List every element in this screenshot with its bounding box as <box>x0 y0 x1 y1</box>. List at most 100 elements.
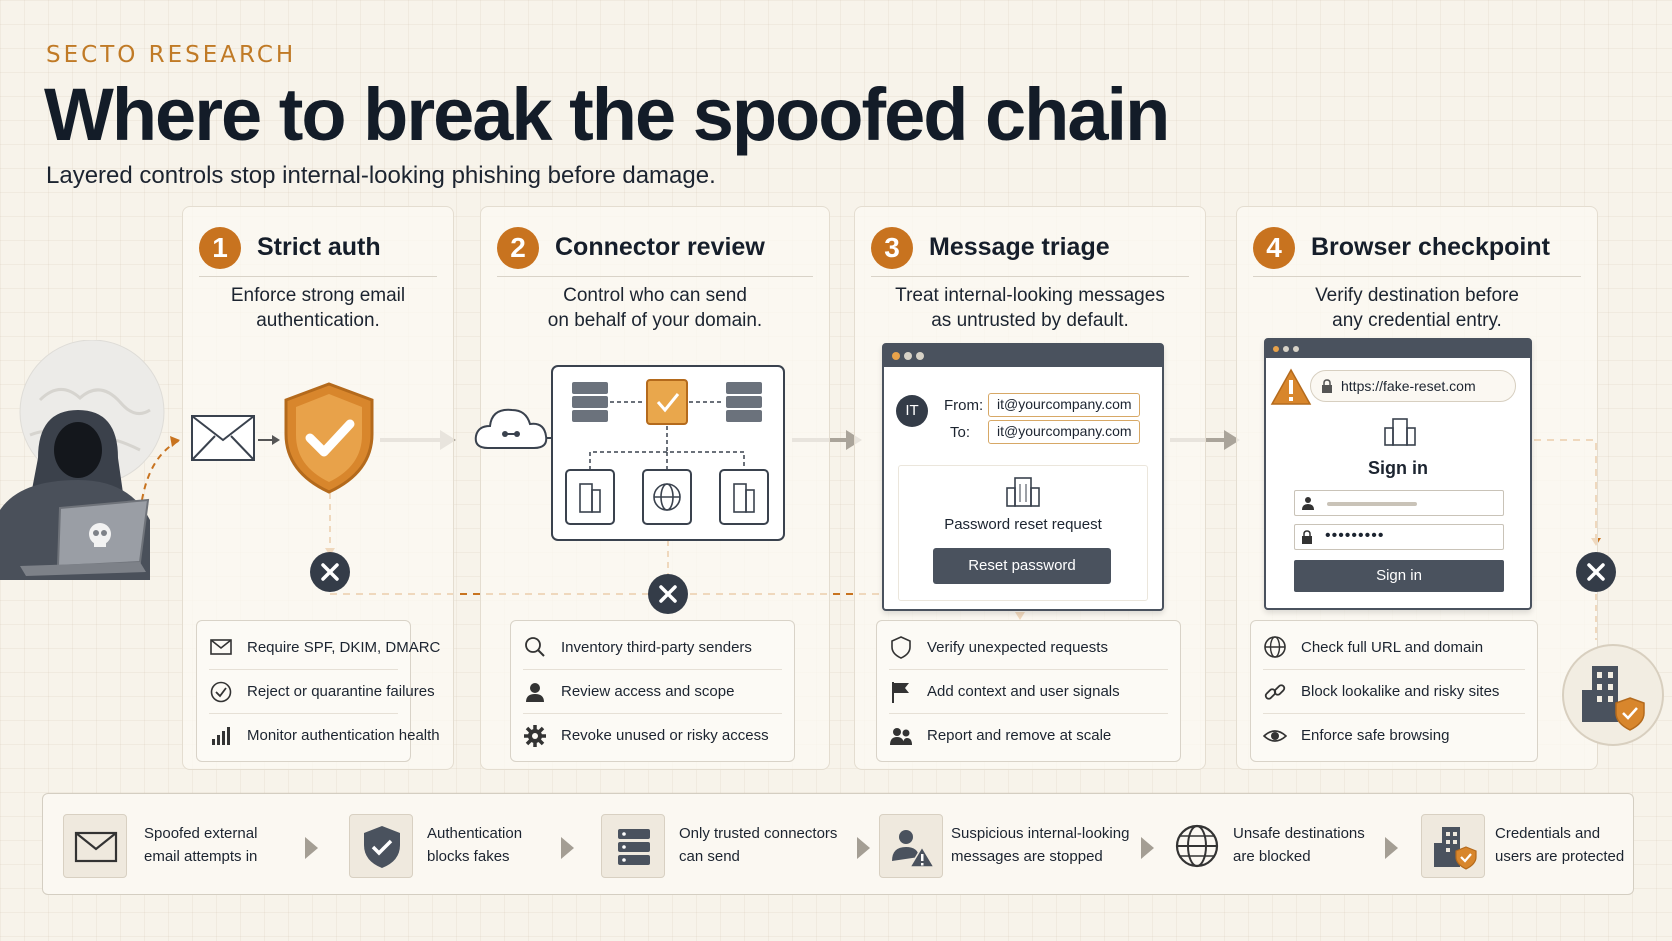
list-item-label: Verify unexpected requests <box>927 638 1108 656</box>
list-item-label: Review access and scope <box>561 683 735 700</box>
list-item-label: Check full URL and domain <box>1301 638 1484 656</box>
step-header: 1 Strict auth <box>199 221 437 277</box>
small-arrow-icon <box>258 435 280 445</box>
envelope-icon <box>74 831 118 863</box>
list-item-label: Require SPF, DKIM, DMARC <box>247 638 441 656</box>
building-icon <box>579 483 601 513</box>
flow-step-icon-box <box>601 814 665 878</box>
list-item: Monitor authentication health <box>209 713 440 757</box>
flow-arrow <box>857 837 870 859</box>
password-mask: ••••••••• <box>1325 527 1385 544</box>
step-title: Browser checkpoint <box>1311 233 1550 261</box>
step-description: Control who can send on behalf of your d… <box>547 285 763 331</box>
flow-step-text: Credentials and users are protected <box>1495 825 1625 865</box>
step-header: 2 Connector review <box>497 221 813 277</box>
approved-connector-icon <box>646 379 688 425</box>
flag-icon <box>892 681 909 703</box>
block-point-x-icon <box>648 574 688 614</box>
reset-password-button[interactable]: Reset password <box>933 548 1111 584</box>
list-item: Verify unexpected requests <box>889 625 1168 669</box>
list-item-label: Enforce safe browsing <box>1301 727 1450 744</box>
list-item-label: Reject or quarantine failures <box>247 683 435 700</box>
list-item: Revoke unused or risky access <box>523 713 782 757</box>
list-item-label: Report and remove at scale <box>927 727 1112 744</box>
warning-icon <box>1270 368 1312 405</box>
window-titlebar <box>1266 340 1530 358</box>
flow-step-icon-box <box>349 814 413 878</box>
link-icon <box>1264 683 1286 700</box>
protected-organization-icon <box>1562 644 1664 746</box>
message-triage-controls: Verify unexpected requests Add context a… <box>876 620 1181 762</box>
flow-step-icon-box <box>1165 814 1229 878</box>
shield-check-icon <box>284 382 374 494</box>
brand-eyebrow: SECTO RESEARCH <box>46 42 297 68</box>
globe-icon <box>653 483 681 511</box>
user-icon <box>526 682 544 702</box>
check-circle-icon <box>210 681 232 702</box>
window-titlebar <box>884 345 1162 367</box>
flow-step-text: Suspicious internal-looking messages are… <box>951 825 1130 865</box>
envelope-icon <box>191 415 255 461</box>
list-item: Reject or quarantine failures <box>209 669 435 713</box>
server-icon <box>572 382 608 422</box>
server-icon <box>726 382 762 422</box>
step-number-badge: 3 <box>871 227 913 269</box>
step-number-badge: 2 <box>497 227 539 269</box>
block-point-x-icon <box>1576 552 1616 592</box>
to-address: it@yourcompany.com <box>988 420 1140 444</box>
flow-step-icon-box <box>63 814 127 878</box>
bar-chart-icon <box>212 726 230 745</box>
username-field[interactable] <box>1294 490 1504 516</box>
list-item: Check full URL and domain <box>1263 625 1525 669</box>
address-bar[interactable]: https://fake-reset.com <box>1310 370 1516 402</box>
summary-flow: Spoofed external email attempts in Authe… <box>42 793 1634 895</box>
sign-in-button[interactable]: Sign in <box>1294 560 1504 592</box>
user-warning-icon <box>892 830 936 868</box>
list-item: Require SPF, DKIM, DMARC <box>209 625 440 669</box>
flow-arrow <box>561 837 574 859</box>
sender-avatar: IT <box>896 395 928 427</box>
flow-step-text: Spoofed external email attempts in <box>144 825 258 865</box>
server-icon <box>618 829 650 865</box>
to-label: To: <box>950 424 971 441</box>
step-header: 3 Message triage <box>871 221 1189 277</box>
password-field[interactable]: ••••••••• <box>1294 524 1504 550</box>
email-subject: Password reset request <box>944 516 1102 533</box>
list-item-label: Block lookalike and risky sites <box>1301 683 1500 700</box>
shield-icon <box>891 636 911 659</box>
shield-check-icon <box>364 826 400 868</box>
lock-icon <box>1302 530 1312 544</box>
list-item-label: Inventory third-party senders <box>561 638 752 656</box>
list-item: Inventory third-party senders <box>523 625 782 669</box>
step-title: Strict auth <box>257 233 381 261</box>
connector-review-controls: Inventory third-party senders Review acc… <box>510 620 795 762</box>
hacker-illustration <box>0 340 165 580</box>
lock-icon <box>1322 379 1332 393</box>
list-item: Block lookalike and risky sites <box>1263 669 1525 713</box>
step-title: Connector review <box>555 233 765 261</box>
strict-auth-controls: Require SPF, DKIM, DMARC Reject or quara… <box>196 620 440 762</box>
from-label: From: <box>944 397 984 414</box>
step-description: Enforce strong email authentication. <box>230 285 406 331</box>
list-item-label: Add context and user signals <box>927 683 1120 700</box>
block-point-x-icon <box>310 552 350 592</box>
flow-arrow <box>1141 837 1154 859</box>
eye-icon <box>1263 729 1287 742</box>
step-number-badge: 1 <box>199 227 241 269</box>
list-item: Enforce safe browsing <box>1263 713 1525 757</box>
list-item: Review access and scope <box>523 669 782 713</box>
laptop-icon <box>20 498 150 576</box>
globe-icon <box>1175 824 1219 868</box>
list-item: Report and remove at scale <box>889 713 1168 757</box>
flow-step-icon-box <box>1421 814 1485 878</box>
flow-step-text: Authentication blocks fakes <box>427 825 523 865</box>
list-item-label: Revoke unused or risky access <box>561 727 769 744</box>
envelope-icon <box>210 639 232 655</box>
flow-step-text: Only trusted connectors can send <box>679 825 838 865</box>
building-shield-icon <box>1434 827 1477 870</box>
page-title: Where to break the spoofed chain <box>44 73 1170 156</box>
gear-icon <box>524 724 546 747</box>
building-icon <box>733 483 755 513</box>
window-dots-icon <box>1273 346 1299 352</box>
step-number-badge: 4 <box>1253 227 1295 269</box>
